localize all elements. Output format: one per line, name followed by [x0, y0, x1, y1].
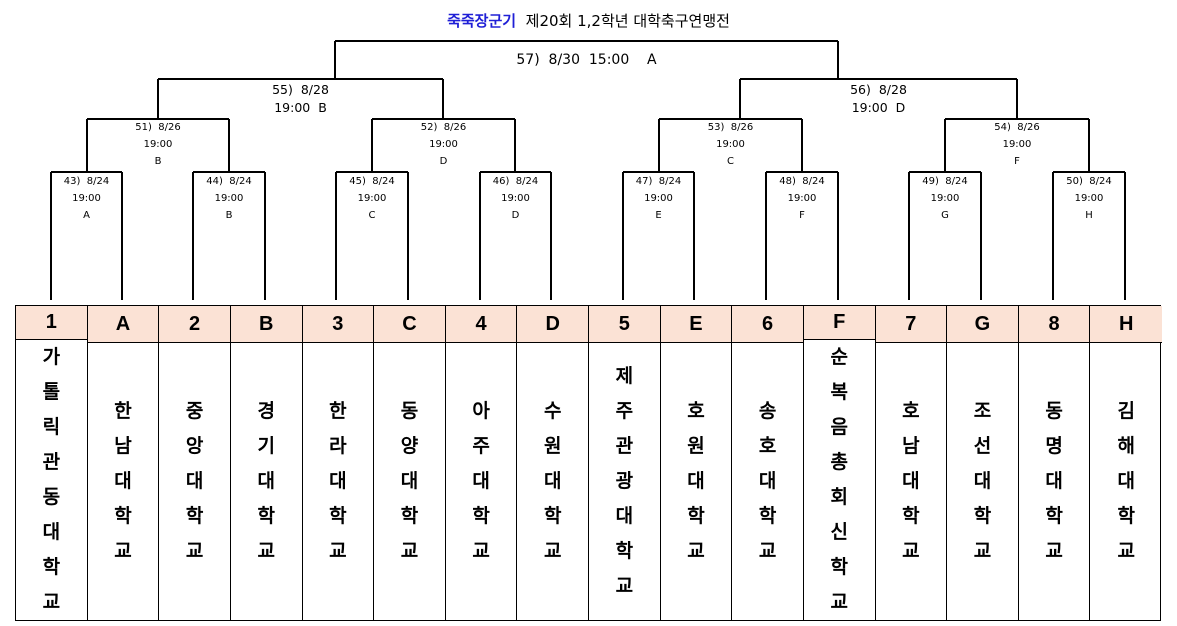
- bracket-match-53: [658, 118, 803, 172]
- title-text: 제20회 1,2학년 대학축구연맹전: [525, 12, 730, 30]
- slot-label: A: [87, 306, 159, 343]
- slot-label: H: [1090, 306, 1162, 343]
- slot-label: 1: [16, 306, 87, 340]
- slot-label: 7: [875, 306, 947, 343]
- slot-label: 6: [732, 306, 803, 343]
- tournament-bracket: [50, 40, 1126, 300]
- title-brand: 죽죽장군기: [447, 12, 517, 30]
- slot-label: 3: [302, 306, 374, 343]
- slot-label: E: [660, 306, 732, 343]
- slot-label: 5: [589, 306, 660, 343]
- bracket-match-55: [157, 78, 444, 119]
- slot-label: G: [947, 306, 1018, 343]
- slot-label: 2: [159, 306, 230, 343]
- match-57-label: 57) 8/30 15:00 A: [516, 52, 657, 68]
- page-title: 죽죽장군기 제20회 1,2학년 대학축구연맹전: [0, 10, 1177, 31]
- slot-label: D: [517, 306, 588, 343]
- slot-label: B: [230, 306, 302, 343]
- slot-label: 8: [1018, 306, 1090, 343]
- slot-label: F: [803, 306, 875, 340]
- bracket-match-56: [739, 78, 1018, 119]
- bracket-match-57: [334, 40, 839, 79]
- slot-label: C: [374, 306, 445, 343]
- slot-label: 4: [445, 306, 517, 343]
